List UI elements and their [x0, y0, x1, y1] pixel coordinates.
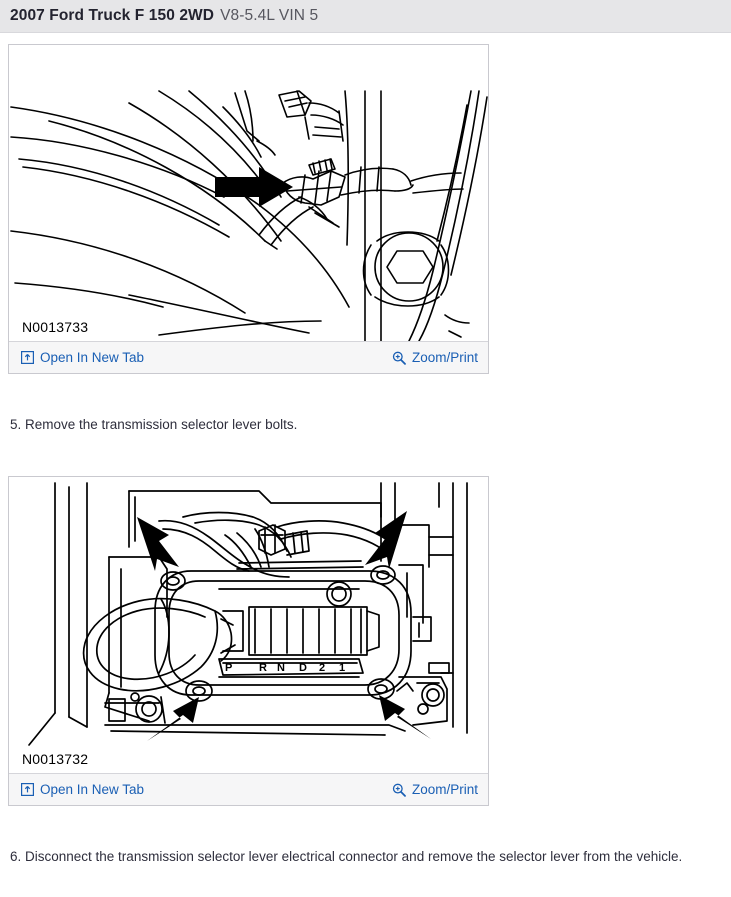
- zoom-print-label: Zoom/Print: [411, 350, 478, 365]
- figure-panel-2: P R N D 2 1 N0013732: [8, 476, 489, 806]
- callout-arrow: [215, 167, 293, 207]
- shift-pattern-letters: P R N D 2 1: [225, 662, 345, 674]
- zoom-print-button-2[interactable]: Zoom/Print: [392, 782, 478, 797]
- svg-text:R: R: [259, 662, 267, 674]
- svg-text:N: N: [277, 662, 285, 674]
- procedure-step-5: 5. Remove the transmission selector leve…: [10, 417, 298, 432]
- zoom-print-label: Zoom/Print: [411, 782, 478, 797]
- magnifier-plus-icon: [392, 783, 406, 797]
- figure-id-label-1: N0013733: [22, 319, 89, 335]
- svg-text:2: 2: [319, 662, 325, 674]
- connector-line-art: [10, 90, 488, 341]
- svg-text:P: P: [225, 662, 232, 674]
- figure-image-1[interactable]: N0013733: [9, 45, 488, 341]
- selector-lever-line-art: P R N D 2 1: [28, 482, 468, 746]
- callout-arrows: [137, 511, 431, 741]
- open-in-new-tab-button-2[interactable]: Open In New Tab: [21, 782, 144, 797]
- vehicle-header: 2007 Ford Truck F 150 2WD V8-5.4L VIN 5: [0, 0, 731, 33]
- zoom-print-button-1[interactable]: Zoom/Print: [392, 350, 478, 365]
- open-in-new-tab-label: Open In New Tab: [40, 350, 145, 365]
- figure-id-label-2: N0013732: [22, 751, 89, 767]
- open-in-new-window-icon: [21, 351, 35, 365]
- open-in-new-tab-button-1[interactable]: Open In New Tab: [21, 350, 144, 365]
- figure-panel-1: N0013733 Open In New Tab Zoom/Print: [8, 44, 489, 374]
- svg-text:1: 1: [339, 662, 345, 674]
- procedure-step-6: 6. Disconnect the transmission selector …: [10, 849, 683, 864]
- vehicle-engine-spec: V8-5.4L VIN 5: [220, 7, 319, 24]
- vehicle-title: 2007 Ford Truck F 150 2WD: [10, 7, 215, 24]
- figure-toolbar-2: Open In New Tab Zoom/Print: [9, 773, 488, 805]
- svg-text:D: D: [299, 662, 307, 674]
- figure-toolbar-1: Open In New Tab Zoom/Print: [9, 341, 488, 373]
- open-in-new-window-icon: [21, 783, 35, 797]
- figure-image-2[interactable]: P R N D 2 1 N0013732: [9, 477, 488, 773]
- magnifier-plus-icon: [392, 351, 406, 365]
- open-in-new-tab-label: Open In New Tab: [40, 782, 145, 797]
